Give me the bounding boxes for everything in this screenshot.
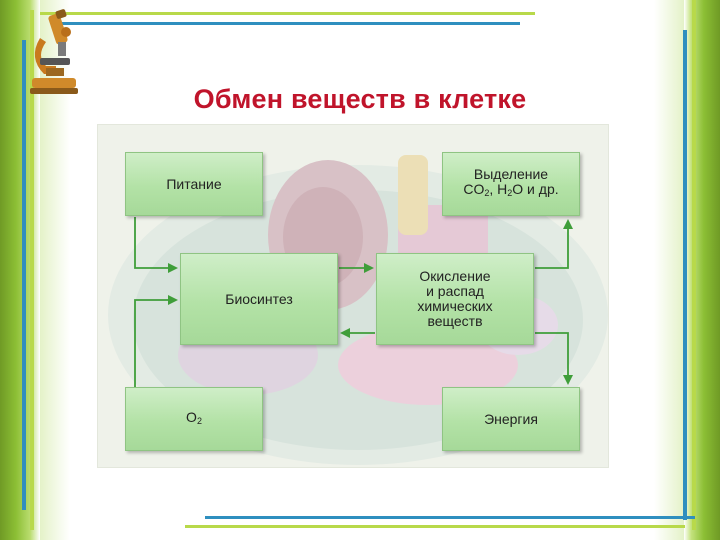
decor-line: [683, 30, 687, 520]
excretion-title: Выделение: [473, 166, 549, 182]
slide-title: Обмен веществ в клетке: [193, 84, 527, 114]
decor-line: [30, 10, 34, 530]
excretion-co: CO: [463, 181, 485, 197]
node-oxidation-label: Окисление и распад химических веществ: [417, 268, 493, 329]
node-energy: Энергия: [442, 387, 580, 451]
decor-line: [692, 0, 696, 530]
node-oxidation: Окисление и распад химических веществ: [376, 253, 534, 345]
arrow-oxygen-to-biosynthesis: [134, 295, 178, 387]
node-nutrition-label: Питание: [166, 175, 222, 192]
excretion-h: , H: [489, 181, 508, 197]
arrow-nutrition-to-biosynthesis: [134, 217, 178, 273]
node-nutrition: Питание: [125, 152, 263, 216]
decor-line: [40, 12, 535, 15]
excretion-rest: O и др.: [512, 181, 559, 197]
node-energy-label: Энергия: [484, 410, 538, 427]
node-biosynthesis-label: Биосинтез: [225, 290, 293, 307]
node-biosynthesis: Биосинтез: [180, 253, 338, 345]
decor-line: [185, 525, 685, 528]
node-oxygen: O2: [125, 387, 263, 451]
arrow-oxidation-to-excretion: [535, 219, 573, 269]
arrow-oxidation-to-energy: [535, 332, 573, 385]
excretion-subscript-2: 2: [507, 188, 513, 198]
oxygen-o: O: [186, 408, 197, 425]
right-decor-band: [684, 0, 720, 540]
right-decor-fade: [654, 0, 684, 540]
decor-line: [60, 22, 520, 25]
decor-line: [205, 516, 695, 519]
decor-line: [22, 40, 26, 510]
node-oxygen-label: O2: [186, 408, 202, 429]
excretion-subscript-1: 2: [484, 188, 490, 198]
oxygen-subscript: 2: [196, 415, 202, 426]
flow-arrows: [134, 217, 573, 387]
microscope-icon: [30, 9, 78, 94]
